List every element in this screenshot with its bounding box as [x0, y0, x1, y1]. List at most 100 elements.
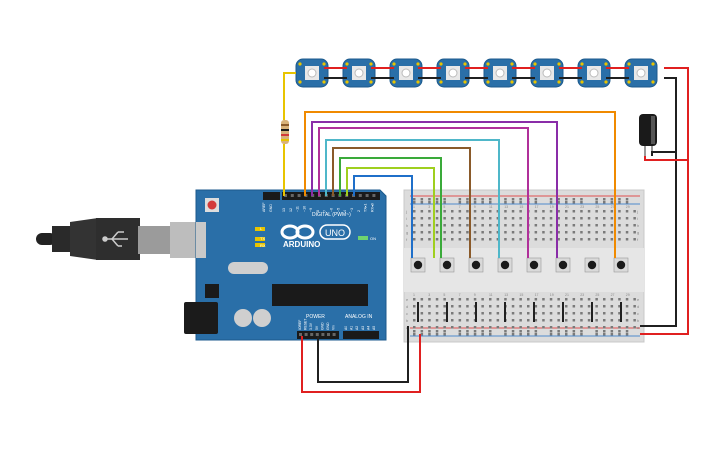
breadboard-hole[interactable]: [565, 238, 568, 241]
breadboard-hole[interactable]: [580, 319, 583, 322]
digital-pin-hole[interactable]: [365, 194, 369, 197]
breadboard-hole[interactable]: [587, 326, 591, 329]
rail-hole[interactable]: [595, 333, 598, 336]
breadboard-hole[interactable]: [565, 305, 568, 308]
rail-hole[interactable]: [504, 330, 507, 333]
rail-hole[interactable]: [625, 333, 629, 336]
breadboard-hole[interactable]: [435, 312, 439, 315]
breadboard-hole[interactable]: [534, 210, 538, 213]
breadboard-hole[interactable]: [458, 312, 462, 315]
rail-hole[interactable]: [595, 198, 598, 201]
rail-hole[interactable]: [610, 201, 614, 204]
breadboard-hole[interactable]: [511, 231, 515, 234]
breadboard-hole[interactable]: [572, 210, 576, 213]
power-pin-hole[interactable]: [315, 333, 319, 336]
breadboard-hole[interactable]: [557, 217, 560, 220]
breadboard-hole[interactable]: [549, 224, 553, 227]
breadboard-hole[interactable]: [633, 319, 636, 322]
breadboard-hole[interactable]: [549, 326, 553, 329]
rail-hole[interactable]: [534, 201, 538, 204]
breadboard-hole[interactable]: [489, 298, 492, 301]
breadboard-hole[interactable]: [610, 312, 614, 315]
rail-hole[interactable]: [428, 198, 431, 201]
breadboard-hole[interactable]: [435, 224, 439, 227]
breadboard-hole[interactable]: [466, 305, 469, 308]
rail-hole[interactable]: [565, 198, 568, 201]
breadboard-hole[interactable]: [458, 224, 462, 227]
breadboard-hole[interactable]: [565, 217, 568, 220]
rail-hole[interactable]: [580, 333, 583, 336]
breadboard-hole[interactable]: [542, 326, 545, 329]
breadboard-hole[interactable]: [458, 305, 462, 308]
breadboard-hole[interactable]: [527, 305, 530, 308]
breadboard-hole[interactable]: [504, 298, 507, 301]
rail-hole[interactable]: [519, 330, 522, 333]
breadboard-hole[interactable]: [473, 326, 477, 329]
breadboard-hole[interactable]: [511, 217, 515, 220]
rail-hole[interactable]: [557, 198, 560, 201]
breadboard-hole[interactable]: [633, 238, 636, 241]
rail-hole[interactable]: [595, 201, 598, 204]
breadboard-hole[interactable]: [413, 298, 416, 301]
power-pin-hole[interactable]: [310, 333, 314, 336]
breadboard-hole[interactable]: [572, 217, 576, 220]
breadboard-hole[interactable]: [587, 210, 591, 213]
breadboard-hole[interactable]: [466, 217, 469, 220]
breadboard-hole[interactable]: [451, 224, 454, 227]
rail-hole[interactable]: [527, 333, 530, 336]
rail-hole[interactable]: [565, 201, 568, 204]
breadboard-hole[interactable]: [413, 224, 416, 227]
pushbutton[interactable]: [584, 257, 600, 322]
breadboard-hole[interactable]: [534, 231, 538, 234]
breadboard-hole[interactable]: [610, 224, 614, 227]
breadboard-hole[interactable]: [549, 217, 553, 220]
rail-hole[interactable]: [603, 333, 606, 336]
breadboard-hole[interactable]: [580, 224, 583, 227]
breadboard-hole[interactable]: [443, 312, 446, 315]
breadboard-hole[interactable]: [625, 312, 629, 315]
breadboard-hole[interactable]: [572, 305, 576, 308]
breadboard-hole[interactable]: [542, 312, 545, 315]
digital-pin-hole[interactable]: [290, 194, 294, 197]
breadboard-hole[interactable]: [625, 217, 629, 220]
breadboard-hole[interactable]: [481, 224, 484, 227]
rail-hole[interactable]: [625, 330, 629, 333]
breadboard-hole[interactable]: [603, 224, 606, 227]
breadboard-hole[interactable]: [420, 224, 424, 227]
rail-hole[interactable]: [557, 201, 560, 204]
breadboard-hole[interactable]: [633, 298, 636, 301]
breadboard-hole[interactable]: [610, 210, 614, 213]
breadboard-hole[interactable]: [511, 298, 515, 301]
breadboard-hole[interactable]: [618, 319, 621, 322]
breadboard-hole[interactable]: [542, 210, 545, 213]
breadboard-hole[interactable]: [633, 210, 636, 213]
breadboard-hole[interactable]: [549, 231, 553, 234]
breadboard-hole[interactable]: [603, 319, 606, 322]
pushbutton[interactable]: [410, 257, 426, 322]
rail-hole[interactable]: [610, 198, 614, 201]
breadboard-hole[interactable]: [580, 298, 583, 301]
rail-hole[interactable]: [473, 333, 477, 336]
breadboard-hole[interactable]: [587, 298, 591, 301]
breadboard-hole[interactable]: [519, 224, 522, 227]
electrolytic-capacitor[interactable]: [639, 114, 657, 156]
breadboard-hole[interactable]: [542, 238, 545, 241]
rail-hole[interactable]: [534, 198, 538, 201]
pushbutton[interactable]: [439, 257, 455, 322]
breadboard-hole[interactable]: [534, 224, 538, 227]
breadboard-hole[interactable]: [496, 312, 500, 315]
breadboard-hole[interactable]: [633, 326, 636, 329]
breadboard-hole[interactable]: [481, 217, 484, 220]
arduino-gnd-wire[interactable]: [317, 326, 409, 383]
rail-hole[interactable]: [420, 330, 424, 333]
breadboard-hole[interactable]: [618, 326, 621, 329]
breadboard-hole[interactable]: [519, 217, 522, 220]
breadboard-hole[interactable]: [489, 305, 492, 308]
breadboard-hole[interactable]: [587, 319, 591, 322]
breadboard-hole[interactable]: [511, 238, 515, 241]
breadboard-hole[interactable]: [610, 298, 614, 301]
breadboard-hole[interactable]: [504, 238, 507, 241]
breadboard-hole[interactable]: [625, 210, 629, 213]
neopixel[interactable]: [483, 58, 517, 88]
